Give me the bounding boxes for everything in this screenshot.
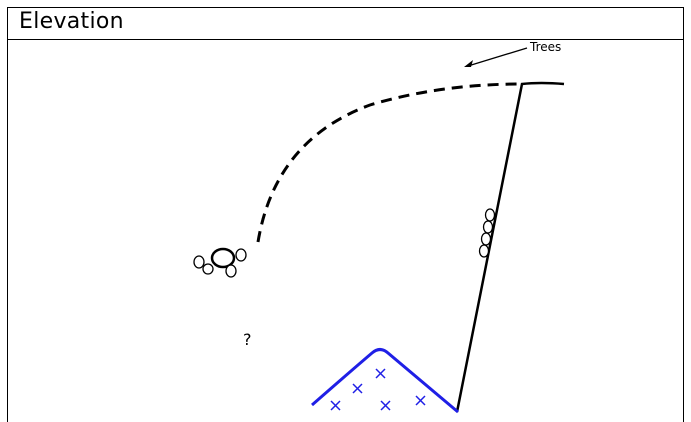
cliff-face-line xyxy=(457,83,564,412)
unknown-marker: ? xyxy=(243,330,252,349)
arrow-icon xyxy=(464,48,527,67)
trees-label: Trees xyxy=(529,40,561,54)
dashed-trajectory-line xyxy=(258,84,522,242)
boulder-cluster-icon xyxy=(194,249,246,277)
blue-mound-outline xyxy=(312,350,458,413)
